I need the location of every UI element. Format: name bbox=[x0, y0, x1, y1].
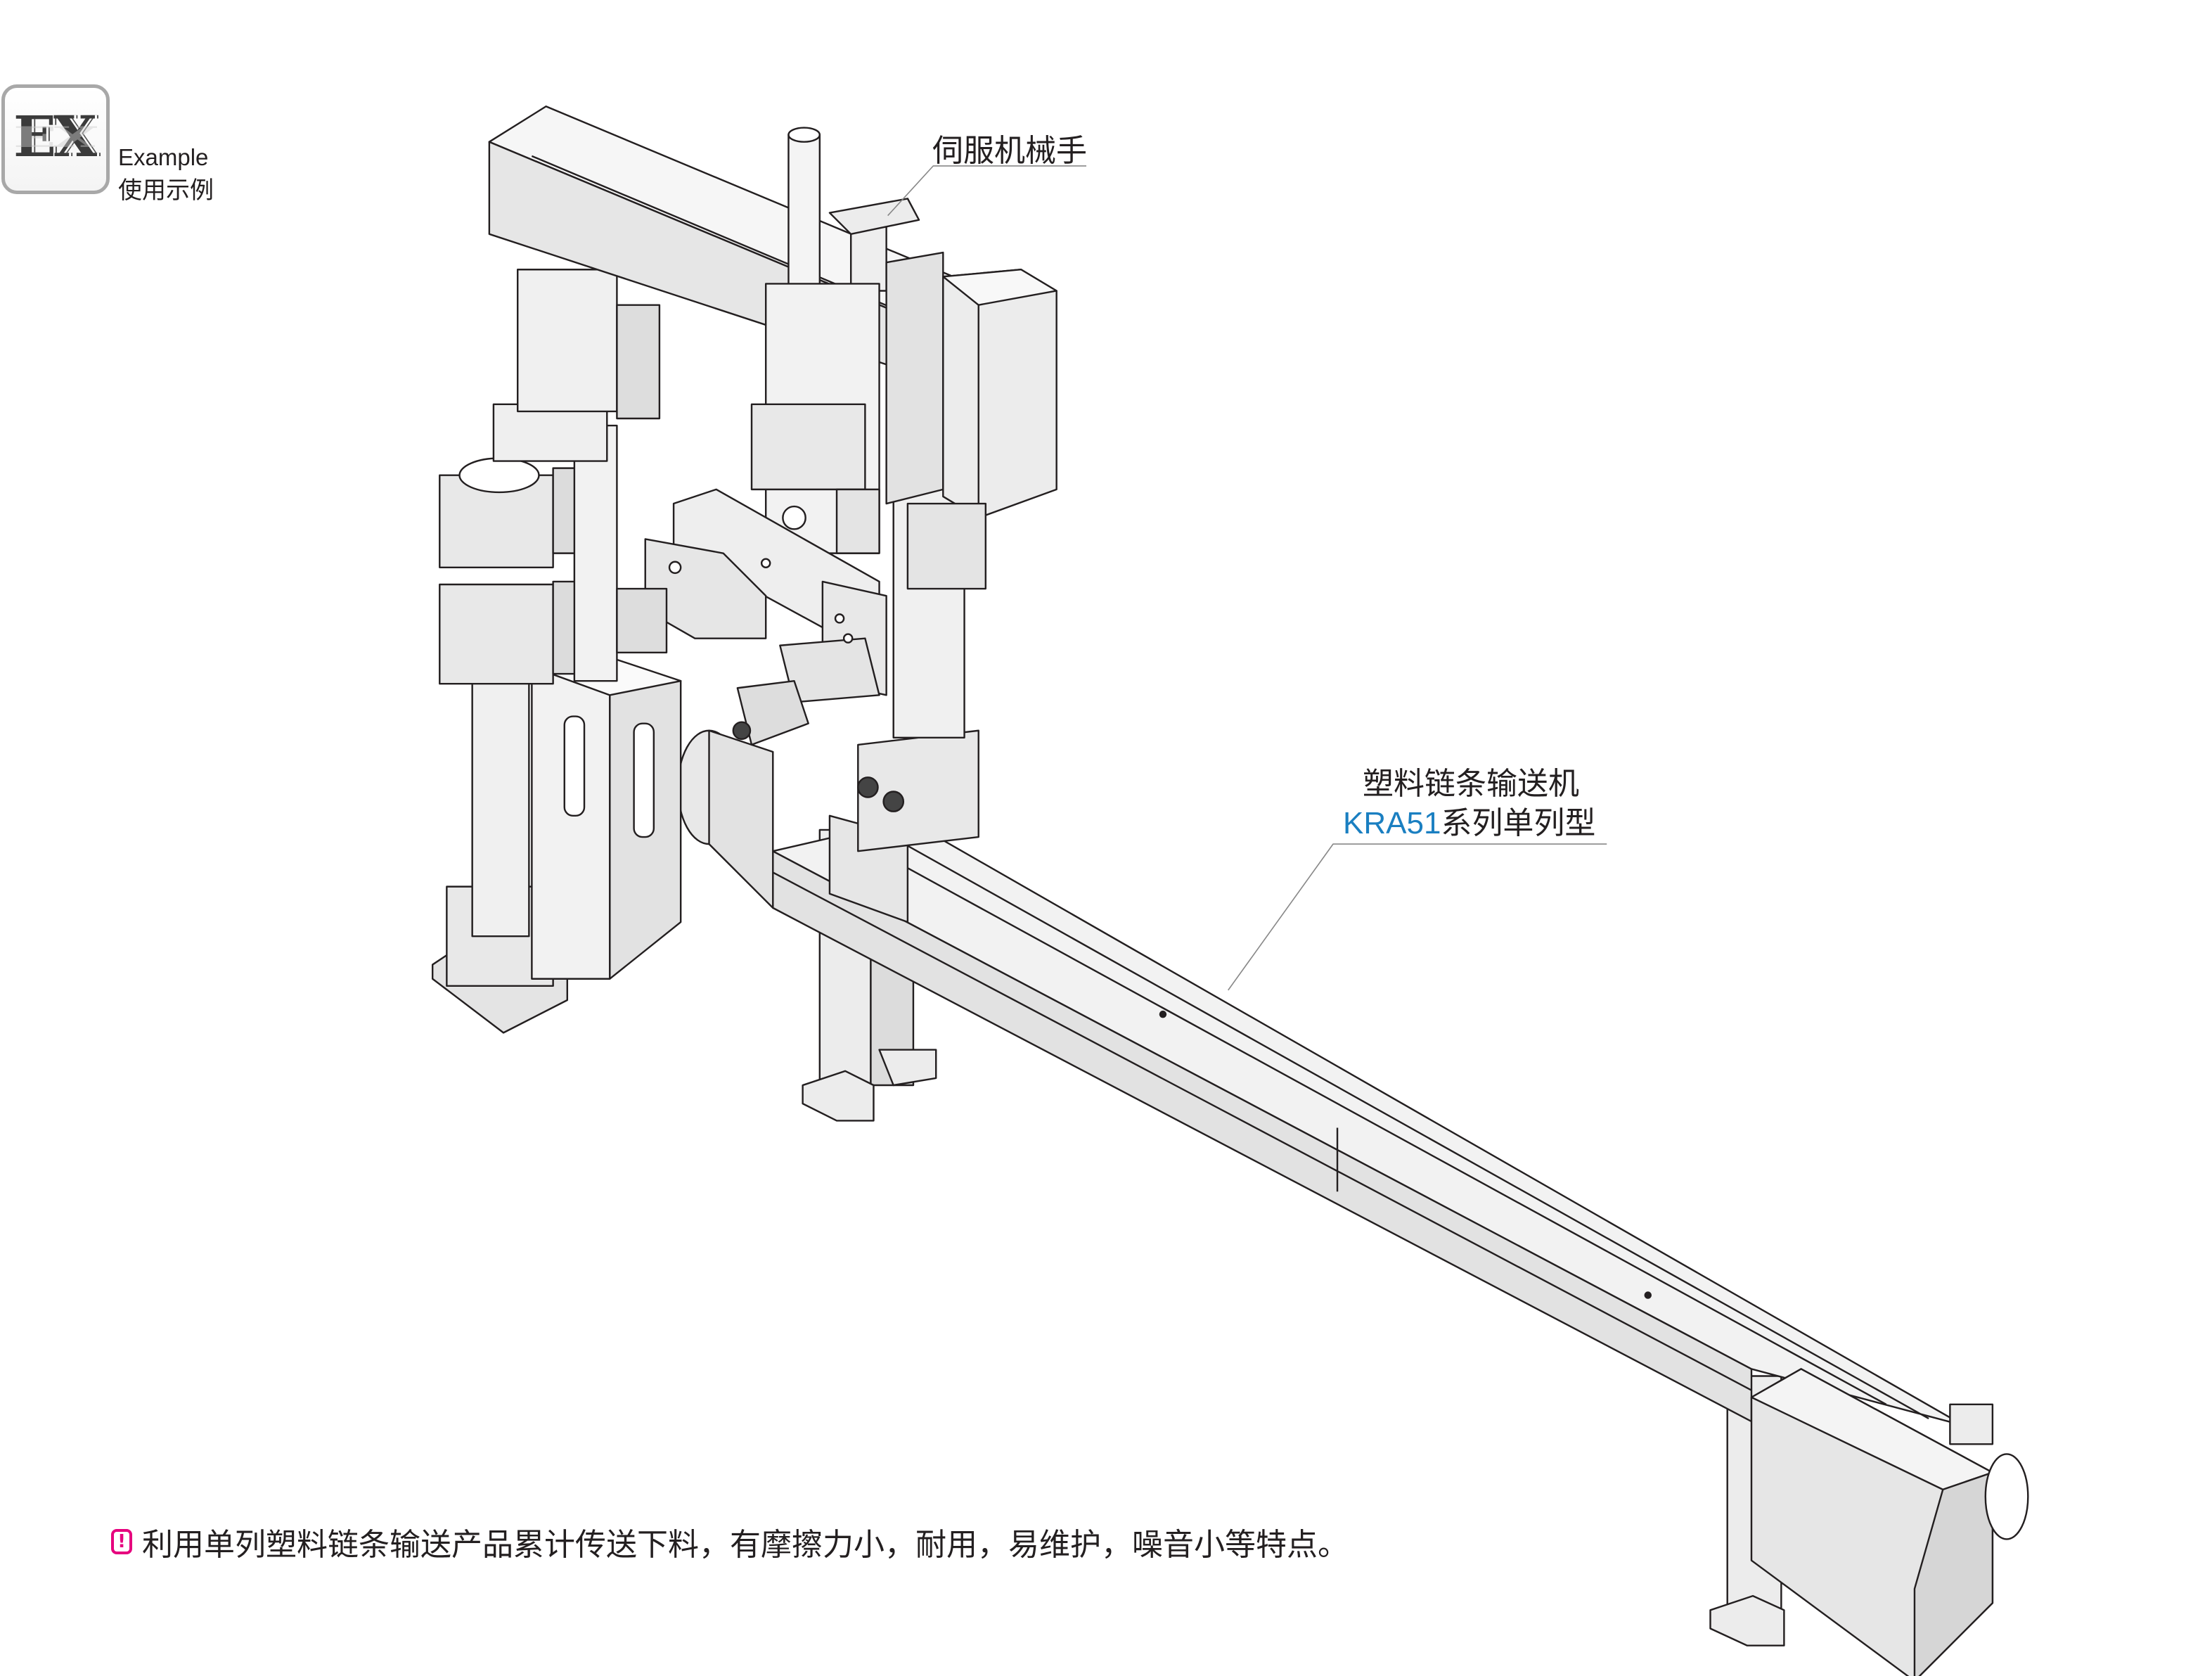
servo-robot-label: 伺服机械手 bbox=[932, 133, 1087, 169]
caption: ! 利用单列塑料链条输送产品累计传送下料，有摩擦力小，耐用，易维护，噪音小等特点… bbox=[111, 1519, 1349, 1564]
model-code: KRA51 bbox=[1343, 806, 1441, 840]
example-badge-logo: EX EX bbox=[1, 84, 110, 194]
model-type: 系列单列型 bbox=[1441, 805, 1596, 841]
logo-reflection: EX bbox=[13, 120, 95, 153]
caption-text: 利用单列塑料链条输送产品累计传送下料，有摩擦力小，耐用，易维护，噪音小等特点。 bbox=[142, 1527, 1349, 1563]
conveyor-label: 塑料链条输送机 bbox=[1363, 766, 1579, 802]
example-title-cn: 使用示例 bbox=[118, 177, 214, 205]
callout-leaders bbox=[887, 165, 1607, 991]
conveyor-model-label: KRA51系列单列型 bbox=[1343, 798, 1595, 843]
example-title-en: Example bbox=[118, 144, 209, 170]
servo-robot bbox=[431, 105, 1057, 1034]
logo-text: EX bbox=[13, 103, 97, 169]
plastic-chain-conveyor bbox=[676, 729, 2029, 1676]
exclamation-icon: ! bbox=[111, 1529, 132, 1554]
